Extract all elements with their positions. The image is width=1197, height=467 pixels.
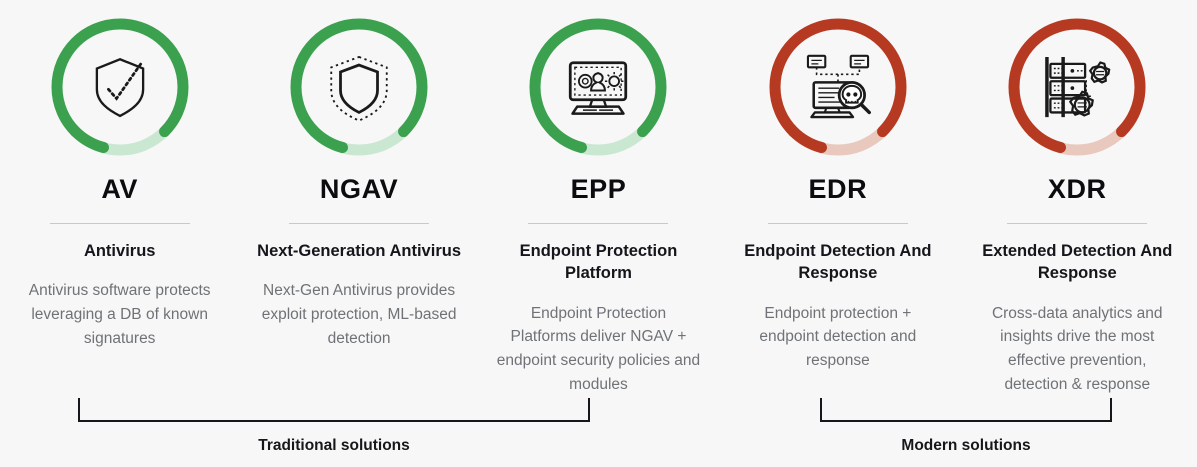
column-divider <box>767 223 908 224</box>
solution-column-ngav: NGAV Next-Generation Antivirus Next-Gen … <box>239 0 478 396</box>
ring-graphic-edr <box>769 18 907 156</box>
progress-ring-edr <box>763 12 913 162</box>
acronym-label: EDR <box>808 174 868 204</box>
full-name-label: Extended Detection And Response <box>982 242 1173 283</box>
server-gears-icon <box>1002 12 1152 162</box>
full-name-label: Next-Generation Antivirus <box>257 242 461 260</box>
progress-ring-epp <box>523 12 673 162</box>
column-divider <box>49 223 190 224</box>
bracket-traditional-solutions: Traditional solutions <box>78 398 590 455</box>
description-text: Endpoint protection + endpoint detection… <box>759 304 917 369</box>
bracket-label: Modern solutions <box>901 437 1031 454</box>
endpoint-threat-search-icon <box>763 12 913 162</box>
ring-graphic-ngav <box>290 18 428 156</box>
column-divider <box>1007 223 1148 224</box>
ring-graphic-av <box>51 18 189 156</box>
full-name-label: Antivirus <box>83 242 156 260</box>
progress-ring-xdr <box>1002 12 1152 162</box>
acronym-label: XDR <box>1047 174 1107 204</box>
bracket-modern-solutions: Modern solutions <box>820 398 1112 455</box>
description-text: Next-Gen Antivirus provides exploit prot… <box>261 282 457 347</box>
progress-ring-av <box>45 12 195 162</box>
solution-columns: AV Antivirus Antivirus software protects… <box>0 0 1197 396</box>
acronym-label: AV <box>101 174 139 204</box>
grouping-brackets: Traditional solutions Modern solutions <box>0 398 1197 467</box>
description-text: Antivirus software protects leveraging a… <box>28 282 211 347</box>
bracket-line <box>78 398 590 422</box>
shield-check-icon <box>45 12 195 162</box>
desktop-malware-icon <box>523 12 673 162</box>
ring-graphic-xdr <box>1008 18 1146 156</box>
ring-graphic-epp <box>529 18 667 156</box>
bracket-line <box>820 398 1112 422</box>
full-name-label: Endpoint Detection And Response <box>744 242 932 283</box>
solution-column-xdr: XDR Extended Detection And Response Cros… <box>958 0 1197 396</box>
solution-column-epp: EPP Endpoint Protection Platform Endpoin… <box>479 0 718 396</box>
column-divider <box>528 223 669 224</box>
description-text: Endpoint Protection Platforms deliver NG… <box>496 304 701 393</box>
acronym-label: NGAV <box>319 174 399 204</box>
solution-column-av: AV Antivirus Antivirus software protects… <box>0 0 239 396</box>
shield-dashed-icon <box>284 12 434 162</box>
full-name-label: Endpoint Protection Platform <box>519 242 678 283</box>
solution-column-edr: EDR Endpoint Detection And Response Endp… <box>718 0 957 396</box>
progress-ring-ngav <box>284 12 434 162</box>
description-text: Cross-data analytics and insights drive … <box>991 304 1163 393</box>
column-divider <box>289 223 430 224</box>
bracket-label: Traditional solutions <box>258 437 410 454</box>
acronym-label: EPP <box>570 174 627 204</box>
